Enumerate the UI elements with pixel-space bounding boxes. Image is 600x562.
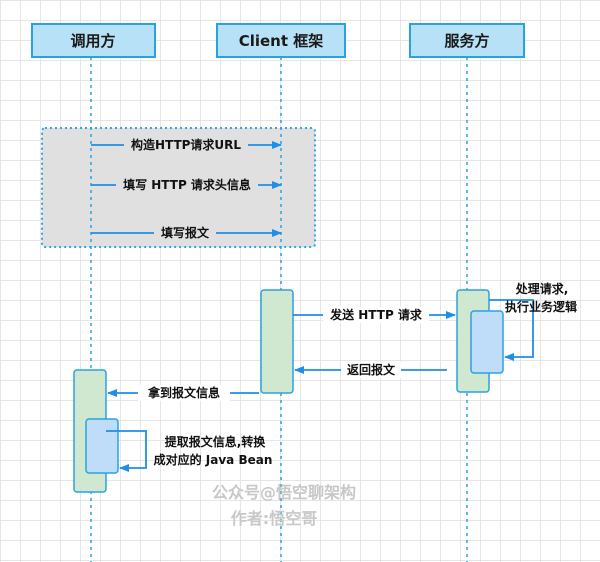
note-server-line2: 执行业务逻辑 bbox=[505, 299, 577, 314]
message-fill-header-label: 填写 HTTP 请求头信息 bbox=[123, 177, 251, 192]
message-get-body-label: 拿到报文信息 bbox=[147, 385, 220, 400]
message-get-body: 拿到报文信息 bbox=[107, 385, 259, 401]
watermark-line1: 公众号@悟空聊架构 bbox=[212, 483, 356, 502]
message-fill-body-label: 填写报文 bbox=[161, 225, 210, 240]
message-fill-header: 填写 HTTP 请求头信息 bbox=[91, 177, 282, 193]
self-message-server bbox=[489, 299, 534, 361]
message-send-request-label: 发送 HTTP 请求 bbox=[329, 307, 423, 322]
note-server-line1: 处理请求, bbox=[515, 281, 569, 296]
message-return-body-label: 返回报文 bbox=[347, 362, 396, 377]
note-caller-line2: 成对应的 Java Bean bbox=[154, 452, 273, 467]
note-caller-line1: 提取报文信息,转换 bbox=[165, 434, 267, 449]
participant-server: 服务方 bbox=[409, 23, 525, 58]
self-message-caller bbox=[106, 430, 147, 472]
participant-client-label: Client 框架 bbox=[239, 32, 324, 50]
participant-server-label: 服务方 bbox=[444, 32, 489, 50]
participant-client: Client 框架 bbox=[216, 23, 346, 58]
activation-client bbox=[260, 289, 294, 394]
message-return-body: 返回报文 bbox=[294, 362, 447, 378]
participant-caller: 调用方 bbox=[31, 23, 156, 58]
activation-server-nested bbox=[470, 310, 504, 374]
message-build-url-label: 构造HTTP请求URL bbox=[131, 137, 241, 152]
participant-caller-label: 调用方 bbox=[70, 32, 115, 50]
activation-caller-nested bbox=[85, 418, 119, 474]
message-build-url: 构造HTTP请求URL bbox=[91, 137, 282, 153]
message-send-request: 发送 HTTP 请求 bbox=[293, 307, 456, 323]
watermark-line2: 作者:悟空哥 bbox=[231, 509, 317, 528]
message-fill-body: 填写报文 bbox=[91, 225, 282, 241]
